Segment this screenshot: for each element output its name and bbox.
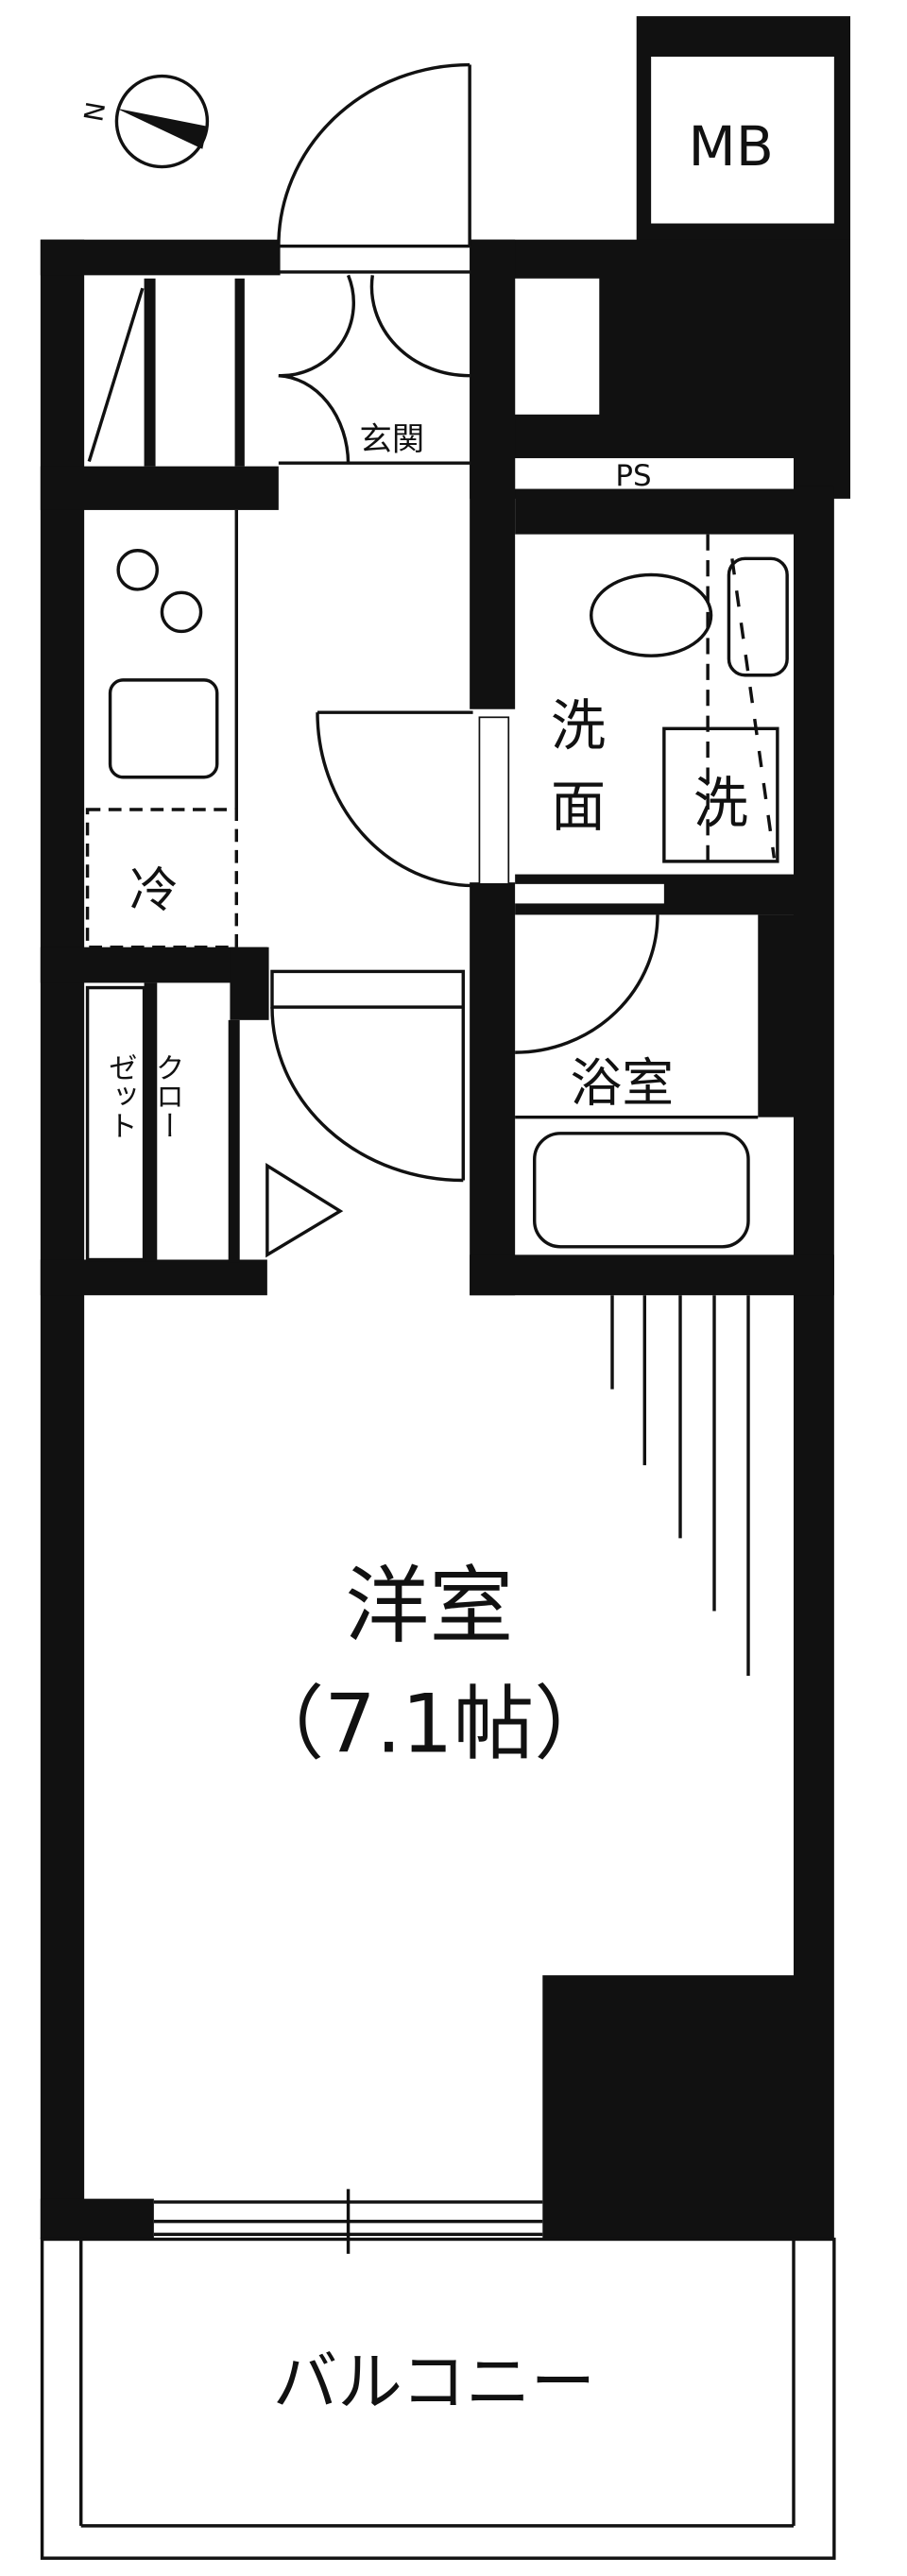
closet-label-col1: クロー [150, 1052, 184, 1140]
balcony-window [153, 2189, 543, 2254]
refrigerator-space [85, 808, 238, 949]
balcony-label: バルコニー [273, 2345, 595, 2420]
wall-kitchen-top [40, 466, 279, 510]
room-size: （7.1帖） [244, 1678, 615, 1772]
stove-burner-icon [116, 549, 159, 591]
room-door [270, 969, 465, 1183]
room-name: 洋室 [345, 1558, 513, 1656]
wall-closet-bottom [40, 1259, 267, 1296]
washroom-label-2: 面 [551, 775, 606, 839]
washroom-door [316, 710, 510, 888]
entrance-door [277, 62, 471, 274]
curtain-lines [610, 1295, 750, 1677]
pipe-space-label: PS [615, 459, 651, 493]
wall-left [40, 239, 85, 2240]
wall-top-left [40, 239, 281, 276]
stove-burner-icon [160, 590, 203, 634]
balcony [40, 2237, 836, 2560]
entrance-label: 玄関 [360, 420, 425, 458]
shoe-cabinet [87, 274, 471, 467]
closet-label-col2: ゼット [103, 1052, 137, 1140]
refrigerator-label: 冷 [129, 862, 178, 919]
toilet-icon [590, 534, 789, 866]
wall-right [794, 486, 834, 2240]
bathtub-icon [532, 1132, 750, 1249]
pillar [542, 1975, 794, 2240]
kitchen [85, 509, 238, 949]
sink-icon [108, 678, 219, 779]
washing-machine-label: 洗 [693, 772, 748, 836]
wall-kitchen-bottom [40, 947, 267, 983]
wall-bath-bottom [470, 1254, 834, 1296]
pipe-space [515, 458, 794, 489]
compass-icon: N [79, 74, 210, 169]
compass-north-label: N [79, 100, 111, 125]
bathroom-door [515, 914, 659, 1054]
washing-machine-space [662, 726, 779, 863]
wall-center-lower [470, 882, 516, 1296]
wall-wash-top [515, 488, 794, 535]
meter-box-label: MB [689, 114, 774, 179]
wall-center-upper [470, 239, 516, 709]
meter-box [651, 56, 834, 224]
closet [85, 982, 240, 1263]
bathroom-label: 浴室 [570, 1053, 674, 1114]
washroom-label-1: 洗 [551, 693, 606, 758]
step-triangle-icon [265, 1163, 344, 1258]
